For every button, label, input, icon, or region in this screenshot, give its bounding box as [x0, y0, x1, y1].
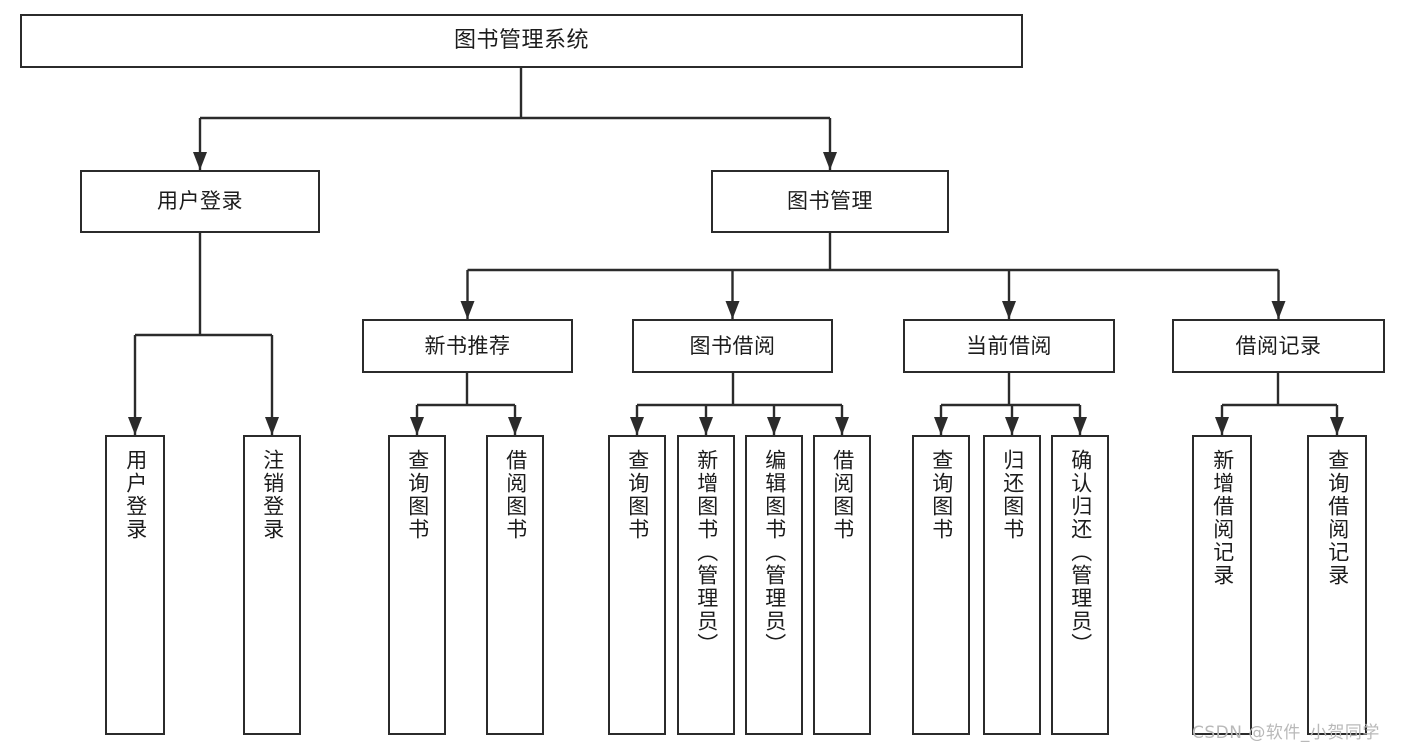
arrowhead-icon-l2-new — [460, 301, 475, 319]
node-label: 图书借阅 — [689, 333, 776, 358]
node-l1-book[interactable]: 图书管理 — [711, 170, 949, 233]
node-label: 归还图书 — [1000, 449, 1025, 541]
node-label: 借阅记录 — [1235, 333, 1322, 358]
node-l3-borrow2[interactable]: 借阅图书 — [813, 435, 871, 735]
node-l2-current[interactable]: 当前借阅 — [903, 319, 1115, 373]
node-l3-query2[interactable]: 查询图书 — [608, 435, 666, 735]
arrowhead-icon-l3-query3 — [934, 417, 948, 435]
node-l1-user[interactable]: 用户登录 — [80, 170, 320, 233]
node-l3-return[interactable]: 归还图书 — [983, 435, 1041, 735]
node-l2-record[interactable]: 借阅记录 — [1172, 319, 1385, 373]
arrowhead-icon-l2-borrow — [725, 301, 740, 319]
arrowhead-icon-l3-confirm — [1073, 417, 1087, 435]
arrowhead-icon-l3-add — [699, 417, 713, 435]
arrowhead-icon-l1-user — [193, 152, 207, 170]
arrowhead-icon-l3-edit — [767, 417, 781, 435]
arrowhead-icon-l3-return — [1005, 417, 1019, 435]
arrowhead-icon-l3-login — [128, 417, 142, 435]
arrowhead-icon-l2-record — [1271, 301, 1286, 319]
node-l3-edit[interactable]: 编辑图书（管理员） — [745, 435, 803, 735]
node-l3-login[interactable]: 用户登录 — [105, 435, 165, 735]
node-l3-query1[interactable]: 查询图书 — [388, 435, 446, 735]
arrowhead-icon-l1-book — [823, 152, 837, 170]
node-label: 注销登录 — [260, 449, 285, 541]
arrowhead-icon-l3-query1 — [410, 417, 424, 435]
node-label: 新书推荐 — [424, 333, 511, 358]
node-label: 新增图书（管理员） — [694, 449, 719, 656]
node-l3-confirm[interactable]: 确认归还（管理员） — [1051, 435, 1109, 735]
node-l2-new[interactable]: 新书推荐 — [362, 319, 573, 373]
node-l3-logout[interactable]: 注销登录 — [243, 435, 301, 735]
node-l3-borrow1[interactable]: 借阅图书 — [486, 435, 544, 735]
node-label: 查询图书 — [929, 449, 954, 541]
arrowhead-icon-l3-queryrec — [1330, 417, 1344, 435]
node-label: 当前借阅 — [966, 333, 1052, 358]
node-l3-query3[interactable]: 查询图书 — [912, 435, 970, 735]
node-l3-add[interactable]: 新增图书（管理员） — [677, 435, 735, 735]
node-l3-queryrec[interactable]: 查询借阅记录 — [1307, 435, 1367, 735]
node-l3-addrec[interactable]: 新增借阅记录 — [1192, 435, 1252, 735]
node-label: 查询图书 — [405, 449, 430, 541]
node-label: 图书管理 — [787, 189, 873, 214]
node-label: 图书管理系统 — [453, 28, 589, 54]
node-label: 编辑图书（管理员） — [762, 449, 787, 656]
arrowhead-icon-l2-current — [1002, 301, 1016, 319]
arrowhead-icon-l3-logout — [265, 417, 279, 435]
node-label: 用户登录 — [123, 449, 148, 541]
node-root[interactable]: 图书管理系统 — [20, 14, 1023, 68]
arrowhead-icon-l3-borrow2 — [835, 417, 849, 435]
node-label: 确认归还（管理员） — [1068, 449, 1093, 656]
arrowhead-icon-l3-query2 — [630, 417, 644, 435]
node-label: 新增借阅记录 — [1210, 449, 1235, 587]
arrowhead-icon-l3-addrec — [1215, 417, 1229, 435]
arrowhead-icon-l3-borrow1 — [508, 417, 522, 435]
node-label: 查询借阅记录 — [1325, 449, 1350, 587]
watermark-text: CSDN @软件_小贺同学 — [1192, 723, 1380, 743]
node-l2-borrow[interactable]: 图书借阅 — [632, 319, 833, 373]
node-label: 借阅图书 — [503, 449, 528, 541]
node-label: 查询图书 — [625, 449, 650, 541]
node-label: 借阅图书 — [830, 449, 855, 541]
node-label: 用户登录 — [157, 189, 243, 214]
